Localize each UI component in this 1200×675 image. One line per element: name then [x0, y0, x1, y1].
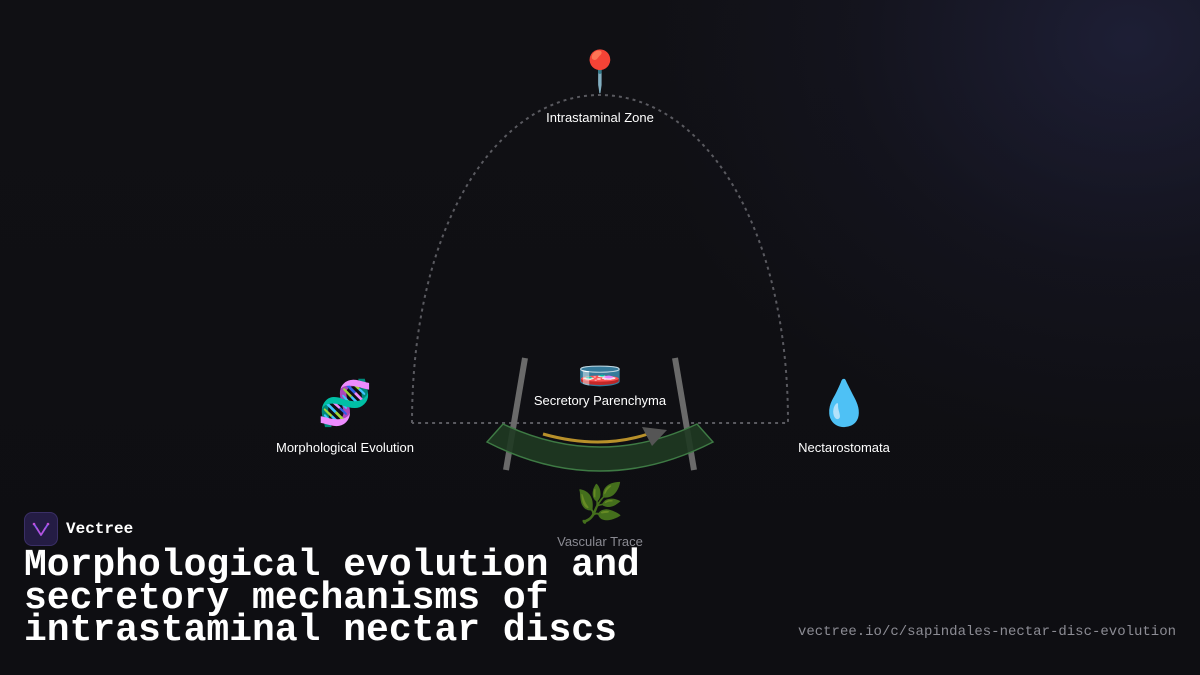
dna-icon: 🧬	[317, 378, 373, 429]
secretory-parenchyma-label: Secretory Parenchyma	[533, 393, 667, 408]
nectarostomata-label: Nectarostomata	[798, 440, 890, 455]
vectree-logo-mark	[32, 522, 50, 536]
intrastaminal-zone-label: Intrastaminal Zone	[546, 110, 654, 125]
petri-dish-icon: 🧫	[577, 347, 623, 388]
flow-arrowhead	[642, 427, 667, 446]
vascular-trace-label: Vascular Trace	[557, 534, 643, 549]
brand-name: Vectree	[66, 520, 134, 538]
source-url: vectree.io/c/sapindales-nectar-disc-evol…	[797, 624, 1176, 640]
vectree-logo-icon	[24, 512, 58, 546]
dashed-cycle-path	[411, 93, 790, 424]
page-title: Morphological evolution and secretory me…	[24, 544, 640, 652]
herb-icon: 🌿	[576, 481, 624, 525]
droplet-icon: 💧	[816, 378, 872, 429]
brand-block: Vectree	[24, 512, 133, 546]
round-pushpin-icon: 📍	[575, 49, 625, 95]
nectar-flow-arc	[542, 432, 649, 444]
morphological-evolution-label: Morphological Evolution	[275, 440, 415, 455]
nectar-disc-shape	[485, 423, 715, 472]
